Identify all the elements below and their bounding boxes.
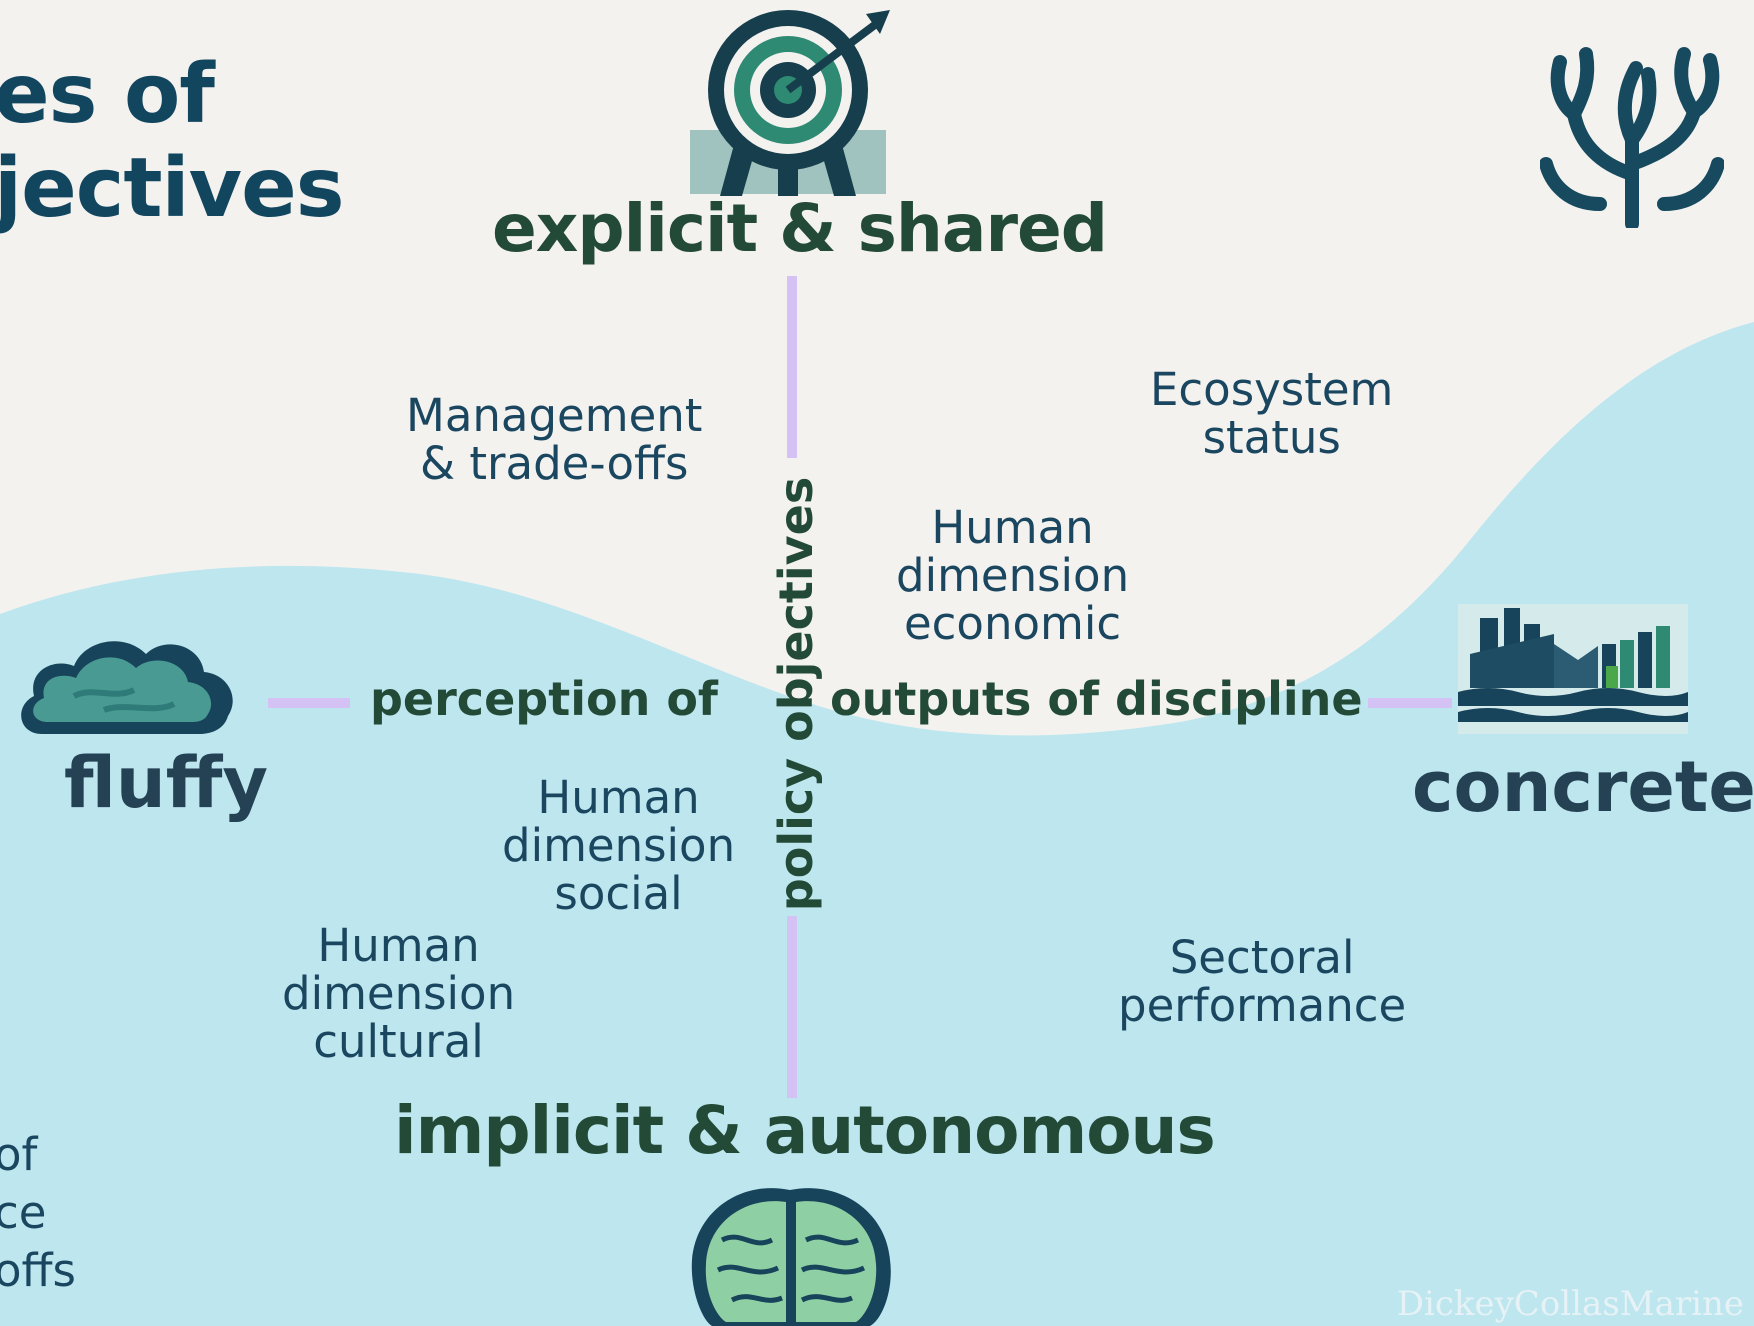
- item-management: Management & trade-offs: [406, 389, 703, 490]
- pole-top-label: explicit & shared: [492, 190, 1108, 267]
- item-cultural: Human dimension cultural: [282, 919, 516, 1068]
- target-icon: [690, 10, 890, 196]
- pole-bottom-label: implicit & autonomous: [394, 1092, 1216, 1169]
- pole-right-label: concrete: [1412, 746, 1754, 828]
- cloud-icon: [21, 641, 233, 734]
- item-ecosystem: Ecosystem status: [1150, 363, 1394, 464]
- axis-label-vertical: policy objectives: [769, 476, 823, 912]
- partial-note: of ce offs: [0, 1128, 76, 1297]
- diagram-title: es of jectives: [0, 47, 345, 236]
- pole-left-label: fluffy: [64, 742, 269, 824]
- item-social: Human dimension social: [502, 771, 736, 920]
- axis-label-left: perception of: [370, 672, 718, 726]
- factory-icon: [1458, 604, 1688, 734]
- watermark: DickeyCollasMarine: [1396, 1284, 1744, 1324]
- item-economic: Human dimension economic: [896, 501, 1130, 650]
- coral-icon: [1540, 47, 1724, 228]
- brain-icon: [691, 1188, 891, 1326]
- axis-label-right: outputs of discipline: [830, 672, 1363, 726]
- item-sectoral: Sectoral performance: [1118, 931, 1407, 1032]
